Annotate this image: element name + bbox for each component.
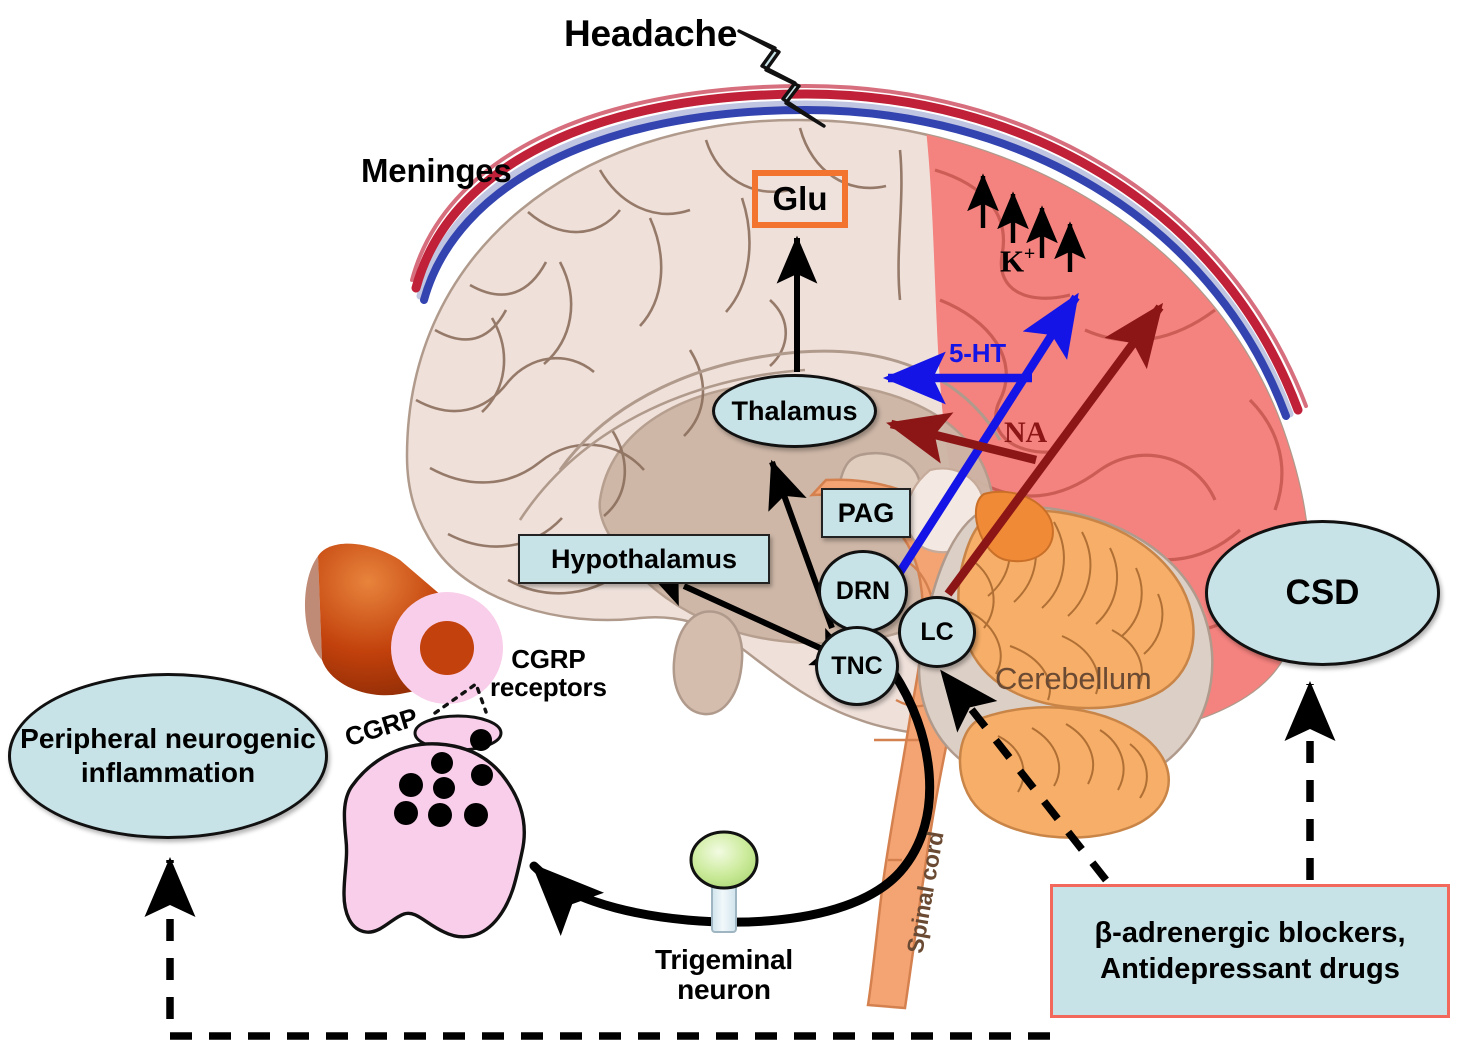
node-hypothalamus[interactable]: Hypothalamus: [518, 534, 770, 584]
cgrp-receptors-label: CGRP receptors: [490, 644, 607, 703]
node-csd[interactable]: CSD: [1205, 520, 1440, 666]
cgrp-vesicles: [394, 729, 493, 827]
node-glu[interactable]: Glu: [752, 170, 848, 228]
node-peripheral-neurogenic-inflammation[interactable]: Peripheral neurogenic inflammation: [8, 673, 328, 839]
tnc-hypothalamus-arrow: [643, 567, 861, 667]
potassium-label: K+: [1000, 243, 1036, 279]
node-drn[interactable]: DRN: [818, 550, 908, 633]
nerve-terminal-illustration: [342, 742, 526, 939]
lightning-bolt-icon: [737, 29, 826, 128]
noradrenaline-pathway-arrows: [886, 302, 1164, 597]
node-tnc[interactable]: TNC: [815, 626, 899, 706]
node-lc[interactable]: LC: [898, 596, 976, 668]
drug-action-dashed-lines: [144, 669, 1336, 1040]
meningeal-blood-vessel-illustration: [304, 543, 503, 704]
trigeminal-neuron-label: Trigeminal neuron: [654, 944, 794, 1006]
serotonin-label: 5-HT: [949, 338, 1006, 368]
meninges-label: Meninges: [361, 152, 512, 189]
noradrenaline-label: NA: [1004, 416, 1047, 449]
cerebellum-label: Cerebellum: [995, 661, 1152, 696]
headache-label: Headache: [564, 13, 738, 54]
node-thalamus[interactable]: Thalamus: [712, 374, 877, 448]
trigeminal-afferent-arrow: [529, 667, 935, 936]
potassium-efflux-arrows: [967, 173, 1086, 272]
trigeminal-ganglion-cell: [689, 830, 759, 933]
node-pag[interactable]: PAG: [821, 488, 911, 538]
node-drug-treatments[interactable]: β-adrenergic blockers, Antidepressant dr…: [1050, 884, 1450, 1018]
meninges-vessels: [410, 83, 1308, 420]
